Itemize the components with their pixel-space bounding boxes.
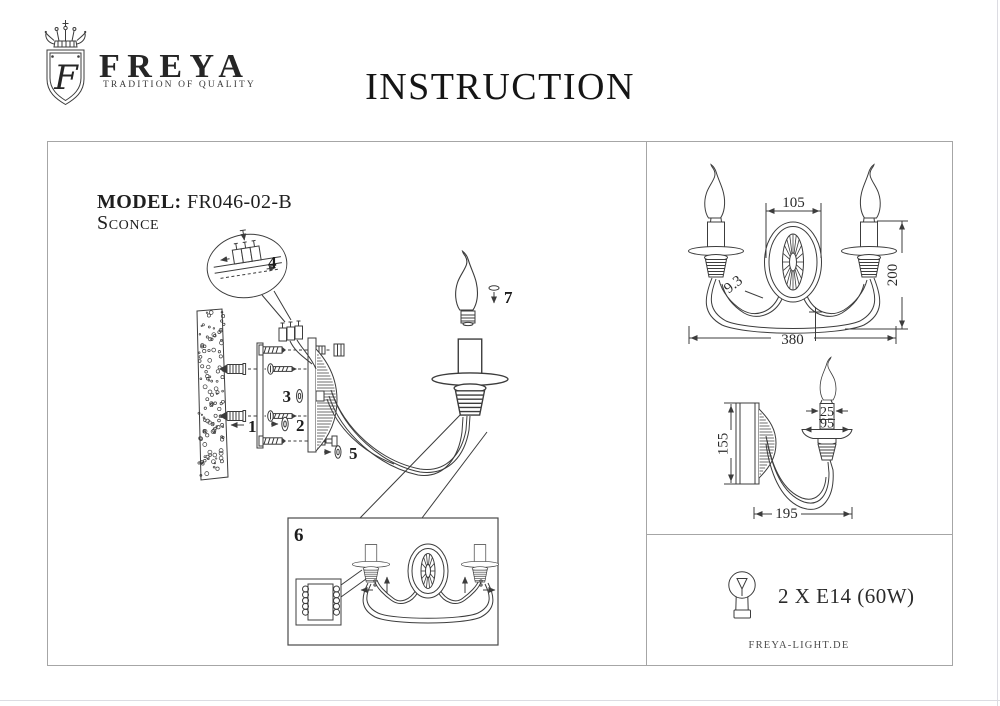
side-candle <box>801 356 853 461</box>
canopy <box>307 337 338 453</box>
dimension-380: 380 <box>688 326 897 348</box>
box6-candle-right <box>460 544 500 583</box>
side-view: 155 25 95 195 <box>716 356 853 522</box>
dimension-95: 95 <box>804 417 850 433</box>
dimension-200: 200 <box>845 220 908 330</box>
dimension-155: 155 <box>716 402 736 485</box>
svg-text:25: 25 <box>820 405 834 420</box>
wall-strip <box>196 308 229 481</box>
freya-crest-icon: F <box>44 20 87 106</box>
model-value: FR046-02-B <box>181 191 293 213</box>
assembly-diagram: 1 2 3 <box>196 229 513 646</box>
svg-text:200: 200 <box>885 264 901 287</box>
svg-text:380: 380 <box>781 332 804 348</box>
front-candle-left <box>689 165 744 278</box>
wall-anchor-bottom <box>219 410 266 422</box>
svg-text:155: 155 <box>716 433 732 456</box>
dimension-105: 105 <box>765 195 822 258</box>
side-arm <box>765 435 834 510</box>
svg-text:95: 95 <box>820 417 834 432</box>
part-label-5: 5 <box>349 444 358 463</box>
mounting-bracket <box>256 342 264 449</box>
screw-arrow-icon <box>488 285 500 304</box>
candle-assembly <box>431 338 509 416</box>
part-label-3: 3 <box>283 387 292 406</box>
svg-text:195: 195 <box>775 506 798 522</box>
dimension-195: 195 <box>753 506 853 522</box>
website: FREYA-LIGHT.DE <box>748 640 850 651</box>
box6-inset <box>295 569 367 626</box>
brand-name: FREYA <box>99 48 251 85</box>
part-label-1: 1 <box>248 417 257 436</box>
model-line: MODEL: FR046-02-B <box>97 191 292 214</box>
box6-arms <box>362 579 494 624</box>
front-view: 105 200 380 9.3 <box>688 165 908 348</box>
screw-middle-top <box>267 363 308 375</box>
washer-3 <box>296 389 303 403</box>
part-label-7: 7 <box>504 288 513 307</box>
box6-candle-left <box>351 544 391 583</box>
dimension-9-3: 9.3 <box>721 273 764 299</box>
side-backplate <box>735 402 777 485</box>
washer-2 <box>271 416 289 432</box>
box6-arrows <box>360 576 496 593</box>
part-label-2: 2 <box>296 416 305 435</box>
part-label-4: 4 <box>268 253 277 272</box>
terminal-block <box>278 320 317 370</box>
sconce-arm <box>326 389 471 476</box>
lamp-spec: 2 X E14 (60W) <box>778 584 915 608</box>
box6-medallion <box>407 543 449 599</box>
detail-box-6: 6 <box>287 517 500 646</box>
washer-5 <box>324 445 342 459</box>
front-medallion <box>764 221 822 303</box>
brand-tagline: TRADITION OF QUALITY <box>103 80 256 90</box>
part-label-6: 6 <box>294 525 304 546</box>
page-title: INSTRUCTION <box>365 66 635 108</box>
wall-anchor-top <box>219 363 266 375</box>
svg-text:105: 105 <box>782 195 805 211</box>
logo-monogram: F <box>53 58 79 98</box>
bulb-7 <box>455 250 479 327</box>
callout-lines-6 <box>359 412 488 519</box>
bulb-icon <box>728 571 756 619</box>
dimension-25: 25 <box>806 405 848 420</box>
detail-callout-4: 4 <box>206 229 292 323</box>
model-label: MODEL: <box>97 191 182 213</box>
product-type: Sconce <box>97 212 160 234</box>
